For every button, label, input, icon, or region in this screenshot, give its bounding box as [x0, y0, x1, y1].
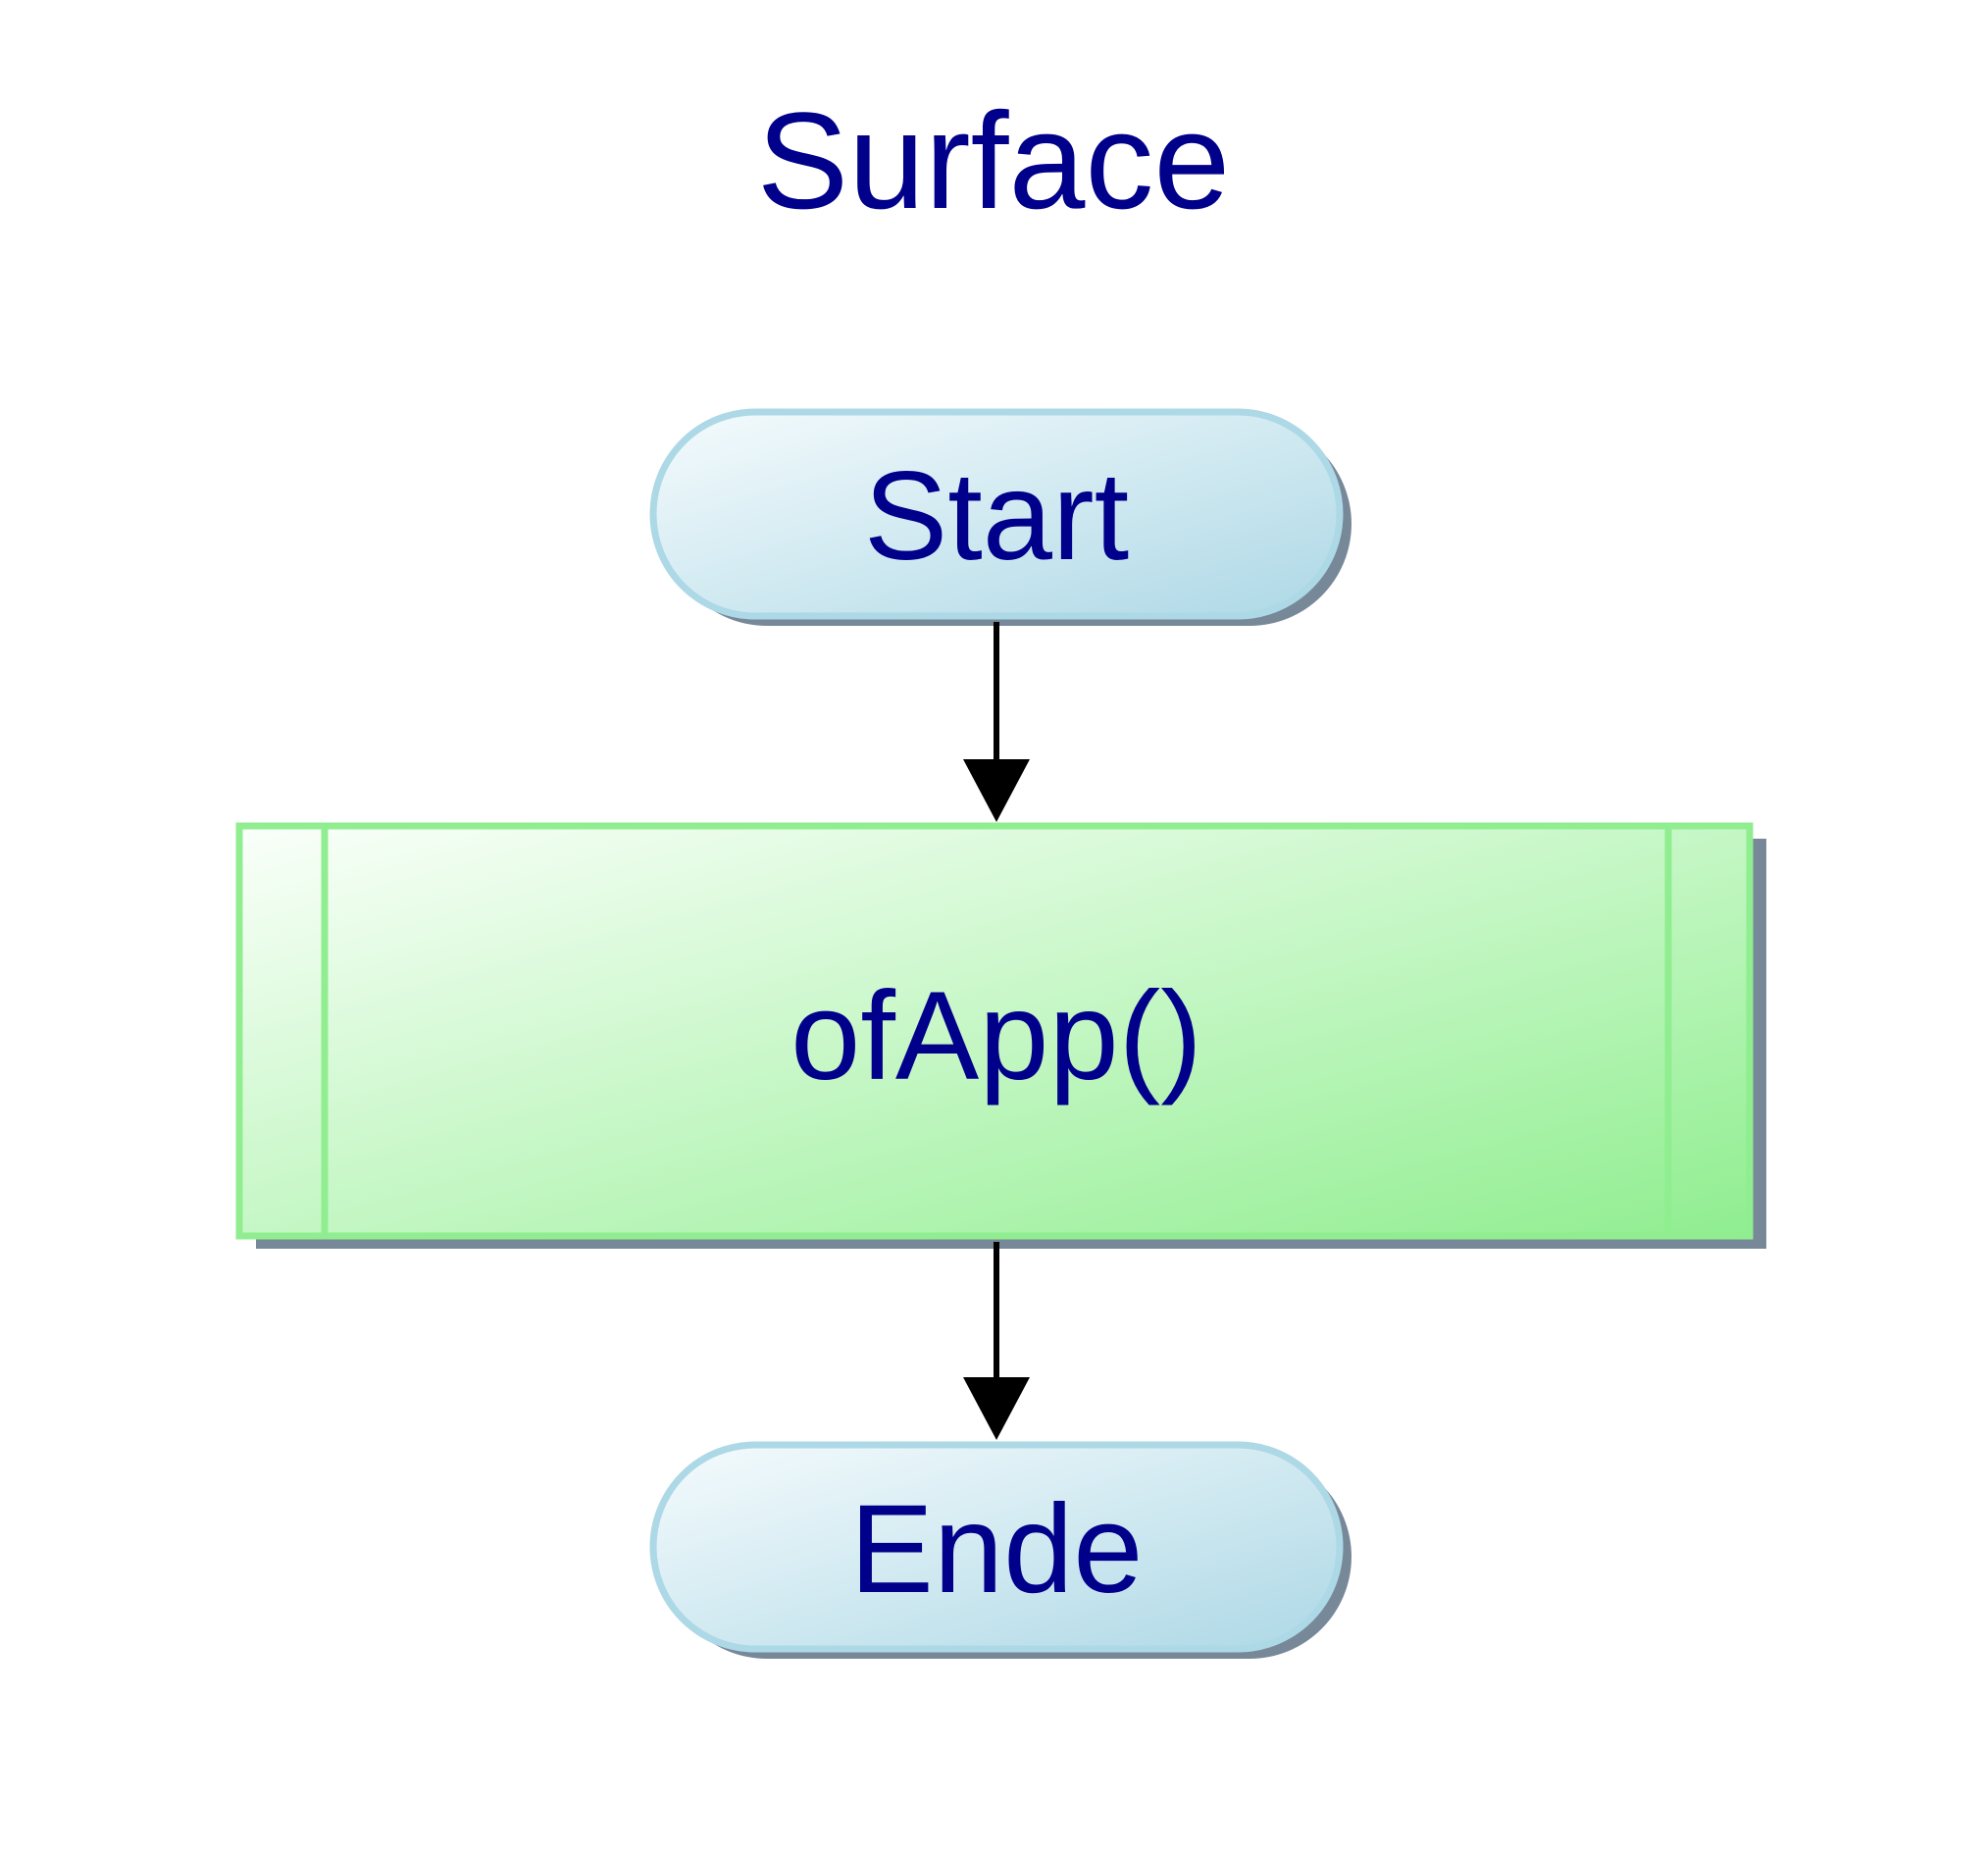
end-terminator-shape	[649, 1441, 1344, 1653]
start-terminator[interactable]: Start	[649, 408, 1351, 626]
connector-process-to-end	[963, 1242, 1030, 1440]
start-terminator-label: Start	[864, 446, 1129, 587]
process-ofapp-shape	[235, 822, 1754, 1240]
process-ofapp[interactable]: ofApp()	[235, 822, 1766, 1249]
end-terminator[interactable]: Ende	[649, 1441, 1351, 1659]
end-terminator-label: Ende	[850, 1479, 1144, 1620]
arrowhead-icon	[963, 759, 1030, 822]
process-ofapp-label: ofApp()	[790, 966, 1202, 1106]
diagram-title: Surface	[757, 83, 1230, 237]
start-terminator-shape	[649, 408, 1344, 620]
connector-start-to-process	[963, 622, 1030, 822]
arrowhead-icon	[963, 1377, 1030, 1440]
